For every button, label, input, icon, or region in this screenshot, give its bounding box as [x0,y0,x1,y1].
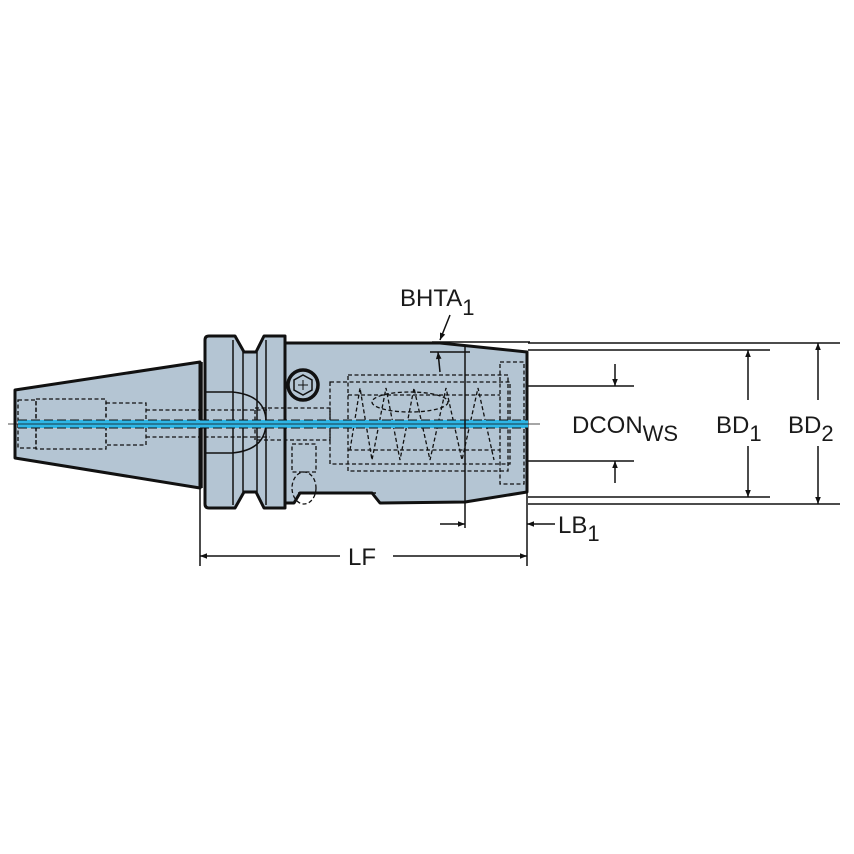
coolant-channel [8,419,540,429]
label-lf: LF [348,544,376,571]
dimension-labels: BHTA1 DCONWS BD1 BD2 LB1 LF [348,285,834,571]
label-bhta: BHTA1 [400,285,474,320]
set-screw-icon [286,368,320,402]
holder-body [13,334,529,510]
label-dcon-ws: DCONWS [572,412,678,446]
label-bd1: BD1 [716,412,762,446]
label-lb1: LB1 [558,512,600,546]
label-bd2: BD2 [788,412,834,446]
dimensions [199,314,840,566]
